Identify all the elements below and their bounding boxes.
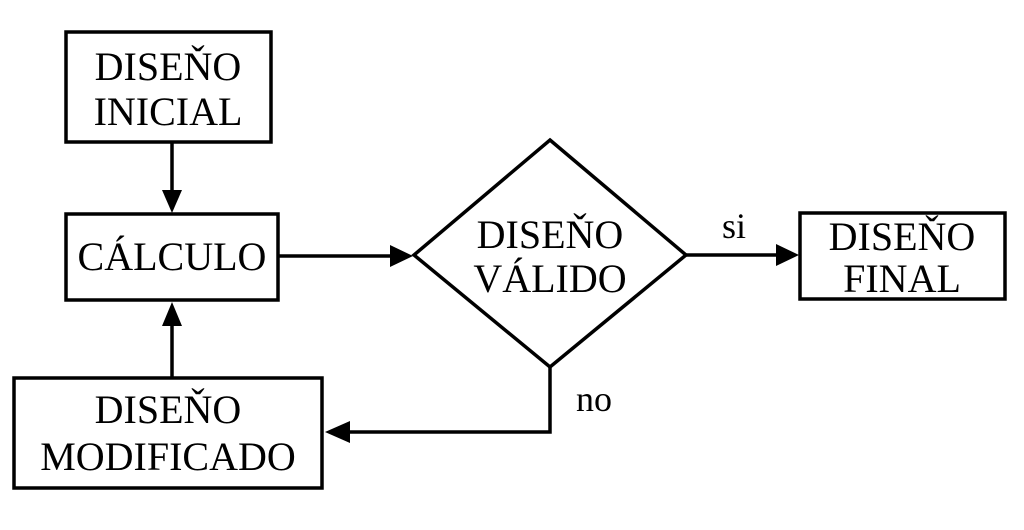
node-diseno-modificado-line1: DISEŇO [95, 387, 242, 432]
node-diseno-inicial-line2: INICIAL [94, 89, 243, 134]
node-calculo-label: CÁLCULO [78, 234, 267, 279]
node-calculo: CÁLCULO [64, 212, 280, 302]
node-diseno-final-line1: DISEŇO [829, 214, 976, 259]
arrow-valido-to-final [686, 244, 799, 266]
node-diseno-final: DISEŇO FINAL [798, 211, 1007, 301]
node-diseno-inicial-line1: DISEŇO [95, 44, 242, 89]
arrow-valido-to-modificado [325, 367, 552, 443]
node-diseno-modificado: DISEŇO MODIFICADO [12, 376, 324, 490]
arrow-calculo-to-valido [278, 245, 413, 267]
node-diseno-valido-line1: DISEŇO [477, 212, 624, 257]
node-diseno-valido-decision: DISEŇO VÁLIDO [411, 137, 689, 370]
edge-label-si: si [722, 206, 746, 246]
node-diseno-inicial: DISEŇO INICIAL [64, 30, 273, 144]
arrow-modificado-to-calculo [162, 302, 182, 378]
arrow-inicial-to-calculo [162, 142, 182, 213]
edge-label-no: no [576, 379, 612, 419]
node-diseno-final-line2: FINAL [843, 256, 961, 301]
node-diseno-modificado-line2: MODIFICADO [40, 434, 296, 479]
node-diseno-valido-line2: VÁLIDO [473, 256, 626, 301]
